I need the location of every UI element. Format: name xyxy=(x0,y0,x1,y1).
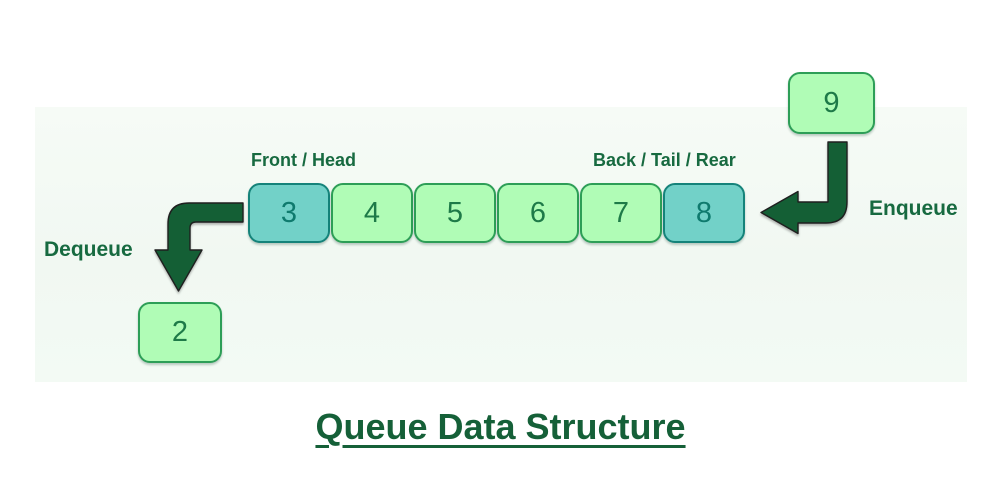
enqueue-label: Enqueue xyxy=(869,197,958,220)
page-title: Queue Data Structure xyxy=(315,406,686,447)
incoming-item-cell: 9 xyxy=(788,72,875,134)
queue-cell-front: 3 xyxy=(248,183,330,243)
queue-cell: 6 xyxy=(497,183,579,243)
queue-cell-rear: 8 xyxy=(663,183,745,243)
queue-cell: 4 xyxy=(331,183,413,243)
queue-cell: 5 xyxy=(414,183,496,243)
removed-item-cell: 2 xyxy=(138,302,222,363)
front-head-label: Front / Head xyxy=(251,150,357,170)
dequeue-label: Dequeue xyxy=(44,238,133,261)
queue-cell: 7 xyxy=(580,183,662,243)
back-tail-rear-label: Back / Tail / Rear xyxy=(593,150,736,170)
queue-row: 3 4 5 6 7 8 xyxy=(248,183,745,243)
